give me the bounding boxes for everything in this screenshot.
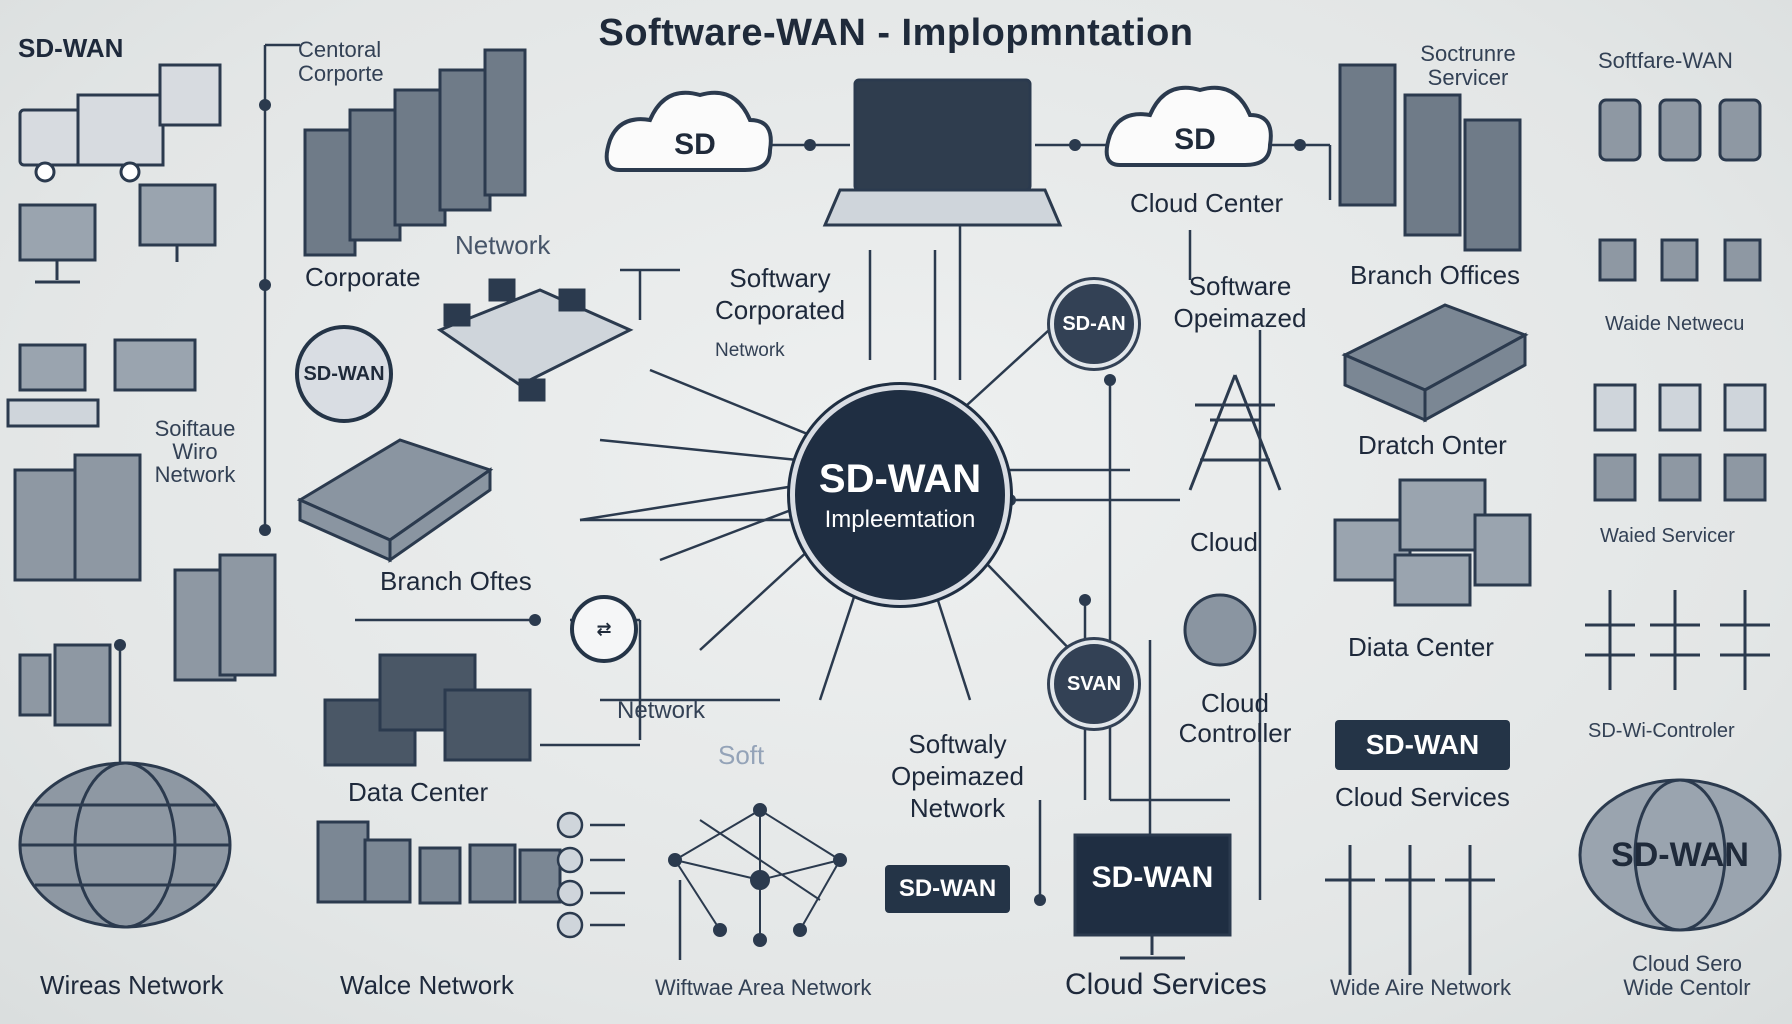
label-corporate: Corporate [305, 262, 421, 292]
mesh-network-icon [668, 803, 847, 947]
label-network-lower: Network [617, 697, 706, 724]
label-walce-network: Walce Network [340, 970, 514, 1000]
monitor-icon [6, 183, 217, 428]
truck-icon [18, 63, 222, 183]
label-waide-network: Waide Netwecu [1605, 313, 1745, 335]
label-soft-faint: Soft [718, 740, 765, 770]
label-wide-are-network: Wide Aire Network [1330, 975, 1511, 1000]
cloud-label-left: SD [674, 128, 716, 161]
central-hub[interactable]: SD-WAN Impleemtation [790, 385, 1010, 605]
label-wireless-network: Wireas Network [40, 970, 224, 1000]
label-software-network-left: Soiftaue Wiro Network [154, 416, 236, 487]
label-waied-servicer: Waied Servicer [1600, 525, 1735, 547]
hub-title: SD-WAN [818, 456, 982, 501]
server-rack-icon [13, 453, 277, 727]
right-router-icon [1341, 303, 1529, 423]
node-right-top[interactable]: SD-AN [1050, 280, 1138, 368]
antenna-icon [1585, 590, 1770, 690]
node-right-bottom[interactable]: SVAN [1050, 640, 1138, 728]
database-icon [1593, 98, 1767, 502]
label-dratch-onter: Dratch Onter [1358, 430, 1507, 460]
badge-right-sdwan[interactable]: SD-WAN [1335, 720, 1510, 770]
badge-monitor-sdwan[interactable]: SD-WAN [1091, 860, 1214, 894]
label-network-small: Network [715, 340, 785, 361]
label-diata-center: Diata Center [1348, 632, 1494, 662]
label-central-corporate: Centoral Corporte [298, 37, 384, 86]
badge-globe-sdwan[interactable]: SD-WAN [1611, 835, 1749, 874]
label-cloud-mid: Cloud [1190, 527, 1258, 557]
label-branch-offices-left: Branch Oftes [380, 566, 532, 596]
label-cloud-services-bottom: Cloud Services [1065, 968, 1267, 1001]
hub-subtitle: Impleemtation [824, 505, 976, 533]
label-softwaly-opeimazed: Softwaly Opeimazed Network [891, 729, 1024, 823]
router-icon [296, 438, 494, 563]
right-server-icon [1338, 63, 1522, 252]
label-softwary-corporated: Softwary Corporated [714, 263, 846, 325]
node-glyph-icon: ⇄ [596, 618, 612, 639]
label-cloud-services-right: Cloud Services [1335, 782, 1510, 812]
turbine-icon [1325, 845, 1495, 975]
list-icon [556, 811, 625, 939]
meeting-table-icon [436, 278, 634, 402]
datacenter-building-icon [323, 653, 532, 767]
label-sd-controller: SD-Wi-Controler [1588, 720, 1735, 742]
globe-icon [18, 761, 232, 929]
right-datacenter-icon [1333, 478, 1532, 607]
cloud-label-right: SD [1174, 123, 1216, 156]
label-softfare-wan: Softfare-WAN [1598, 48, 1733, 73]
label-cloud-controller: Cloud Controller [1178, 688, 1292, 748]
right-globe-icon [1578, 778, 1782, 932]
monitor-center-icon [1073, 833, 1232, 960]
label-cloud-wide-centor: Cloud Sero Wide Centolr [1623, 951, 1751, 1000]
bottom-server-icon [316, 820, 562, 905]
cloud-icon [604, 85, 1273, 172]
label-data-center-left: Data Center [348, 777, 489, 807]
label-network-mid: Network [455, 230, 551, 260]
node-left-sdwan[interactable]: SD-WAN [295, 325, 393, 423]
label-software-opeimazed: Software Opeimazed [1173, 271, 1307, 333]
label-sdwan-topleft: SD-WAN [18, 33, 124, 63]
label-wiftwae-area: Wiftwae Area Network [655, 975, 872, 1000]
label-branch-offices-right: Branch Offices [1350, 260, 1521, 290]
node-left-small[interactable]: ⇄ [570, 595, 638, 663]
corporate-server-icon [303, 48, 527, 257]
tower-icon [1188, 374, 1282, 491]
cloud-controller-icon [1183, 593, 1257, 667]
label-cloud-center: Cloud Center [1130, 188, 1284, 218]
label-structure-service: Soctrunre Servicer [1420, 41, 1516, 90]
badge-small-sdwan[interactable]: SD-WAN [885, 865, 1010, 913]
laptop-icon [822, 78, 1063, 227]
page-title: Software-WAN - Implopmntation [598, 12, 1194, 54]
